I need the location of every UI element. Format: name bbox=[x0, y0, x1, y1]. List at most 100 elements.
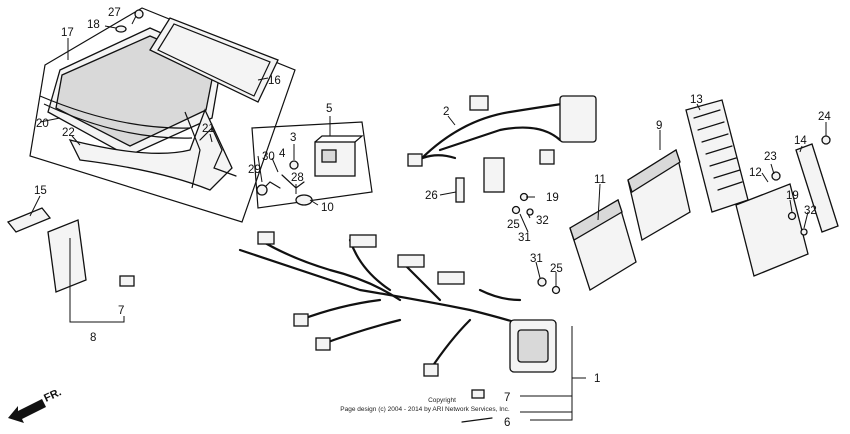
clamp-15 bbox=[6, 207, 52, 233]
copyright-line-1: Copyright bbox=[428, 397, 456, 404]
bulb-10 bbox=[295, 194, 313, 206]
coupler-face bbox=[517, 329, 549, 363]
bulb-26 bbox=[455, 177, 465, 203]
fuse-7 bbox=[119, 275, 135, 287]
callout-8: 8 bbox=[90, 332, 96, 344]
main-harness-branch-g bbox=[478, 288, 522, 302]
callout-25b: 25 bbox=[550, 263, 563, 275]
washer-25a bbox=[511, 205, 521, 215]
wire-6 bbox=[461, 417, 493, 423]
relay-box-group bbox=[251, 121, 373, 209]
callout-10: 10 bbox=[321, 202, 334, 214]
callout-28: 28 bbox=[291, 172, 304, 184]
callout-7b: 7 bbox=[504, 392, 510, 404]
callout-18: 18 bbox=[87, 19, 100, 31]
callout-14: 14 bbox=[794, 135, 807, 147]
callout-6: 6 bbox=[504, 417, 510, 429]
callout-19b: 19 bbox=[786, 190, 799, 202]
callout-1: 1 bbox=[594, 373, 600, 385]
meter-lens-inner bbox=[157, 23, 271, 97]
bolt-31 bbox=[537, 277, 547, 287]
sub-harness bbox=[407, 95, 597, 216]
harness-connector-6 bbox=[315, 337, 331, 351]
callout-13: 13 bbox=[690, 94, 703, 106]
bolt-3 bbox=[289, 160, 299, 170]
harness-connector-2 bbox=[397, 254, 425, 268]
meter-visor-group bbox=[29, 7, 296, 223]
clip-23 bbox=[771, 171, 781, 181]
front-direction-indicator: FR. bbox=[8, 386, 63, 423]
callout-24: 24 bbox=[818, 111, 831, 123]
grommet-18 bbox=[115, 25, 127, 33]
leader-lines bbox=[29, 15, 827, 421]
harness-connector-7 bbox=[423, 363, 439, 377]
harness-connector-4 bbox=[257, 231, 275, 245]
front-arrow-icon bbox=[8, 399, 46, 423]
relay-connector bbox=[321, 149, 337, 163]
heat-sink-fins bbox=[693, 109, 743, 191]
main-harness-branch-e bbox=[318, 318, 402, 347]
callout-29: 29 bbox=[248, 164, 261, 176]
screw-19b bbox=[787, 211, 797, 221]
callout-labels: 1 2 3 4 5 6 7 7 8 9 10 11 12 13 14 15 16… bbox=[34, 7, 831, 429]
screw-24 bbox=[821, 135, 831, 145]
main-wire-harness bbox=[238, 231, 561, 423]
nut-32a bbox=[526, 208, 534, 216]
connector-block bbox=[483, 157, 505, 193]
harness-connector-block bbox=[559, 95, 597, 143]
callout-31a: 31 bbox=[518, 232, 531, 244]
group-outline-relay bbox=[251, 121, 373, 209]
main-harness-branch-f bbox=[428, 318, 472, 372]
visor-lip bbox=[43, 103, 193, 139]
callout-3: 3 bbox=[290, 132, 296, 144]
meter-stay bbox=[199, 126, 237, 177]
callout-4: 4 bbox=[279, 148, 286, 160]
nut-32b bbox=[800, 228, 808, 236]
callout-11: 11 bbox=[594, 174, 606, 186]
callout-5: 5 bbox=[326, 103, 332, 115]
plug-b bbox=[539, 149, 555, 165]
bracket-14 bbox=[795, 143, 839, 233]
callout-20: 20 bbox=[36, 118, 49, 130]
harness-connector-3 bbox=[437, 271, 465, 285]
nut-29 bbox=[256, 184, 268, 196]
callout-17: 17 bbox=[61, 27, 74, 39]
callout-22: 22 bbox=[62, 127, 75, 139]
callout-30: 30 bbox=[262, 151, 275, 163]
unit-11-top bbox=[569, 199, 623, 241]
plug-c bbox=[407, 153, 423, 167]
washer-25b bbox=[551, 285, 561, 295]
copyright-line-2: Page design (c) 2004 - 2014 by ARI Netwo… bbox=[340, 406, 510, 413]
screw-27 bbox=[134, 9, 144, 19]
cover-side bbox=[184, 111, 201, 189]
callout-19a: 19 bbox=[546, 192, 559, 204]
meter-lower-cover bbox=[68, 108, 233, 191]
harness-branch bbox=[438, 126, 562, 152]
harness-connector-1 bbox=[349, 234, 377, 248]
callout-23: 23 bbox=[764, 151, 777, 163]
callout-27: 27 bbox=[108, 7, 121, 19]
plate-8 bbox=[47, 219, 87, 293]
group-outline-visor bbox=[29, 7, 296, 223]
callout-25a: 25 bbox=[507, 219, 520, 231]
visor-lower-edge bbox=[39, 95, 191, 129]
main-harness-trunk bbox=[238, 248, 542, 332]
main-harness-branch-a bbox=[258, 238, 402, 302]
callout-9: 9 bbox=[656, 120, 662, 132]
control-unit-12 bbox=[735, 183, 809, 277]
visor-window bbox=[55, 35, 216, 147]
callout-16: 16 bbox=[268, 75, 281, 87]
callout-26: 26 bbox=[425, 190, 438, 202]
unit-9-top bbox=[627, 149, 681, 193]
callout-12: 12 bbox=[749, 167, 762, 179]
front-label: FR. bbox=[42, 386, 63, 404]
callout-31b: 31 bbox=[530, 253, 543, 265]
harness-connector-5 bbox=[293, 313, 309, 327]
callout-32a: 32 bbox=[536, 215, 549, 227]
fuse-7b bbox=[471, 389, 485, 399]
callout-7a: 7 bbox=[118, 305, 124, 317]
relay-top bbox=[314, 135, 364, 143]
heat-sink-13 bbox=[685, 99, 749, 213]
meter-lens bbox=[149, 17, 279, 103]
